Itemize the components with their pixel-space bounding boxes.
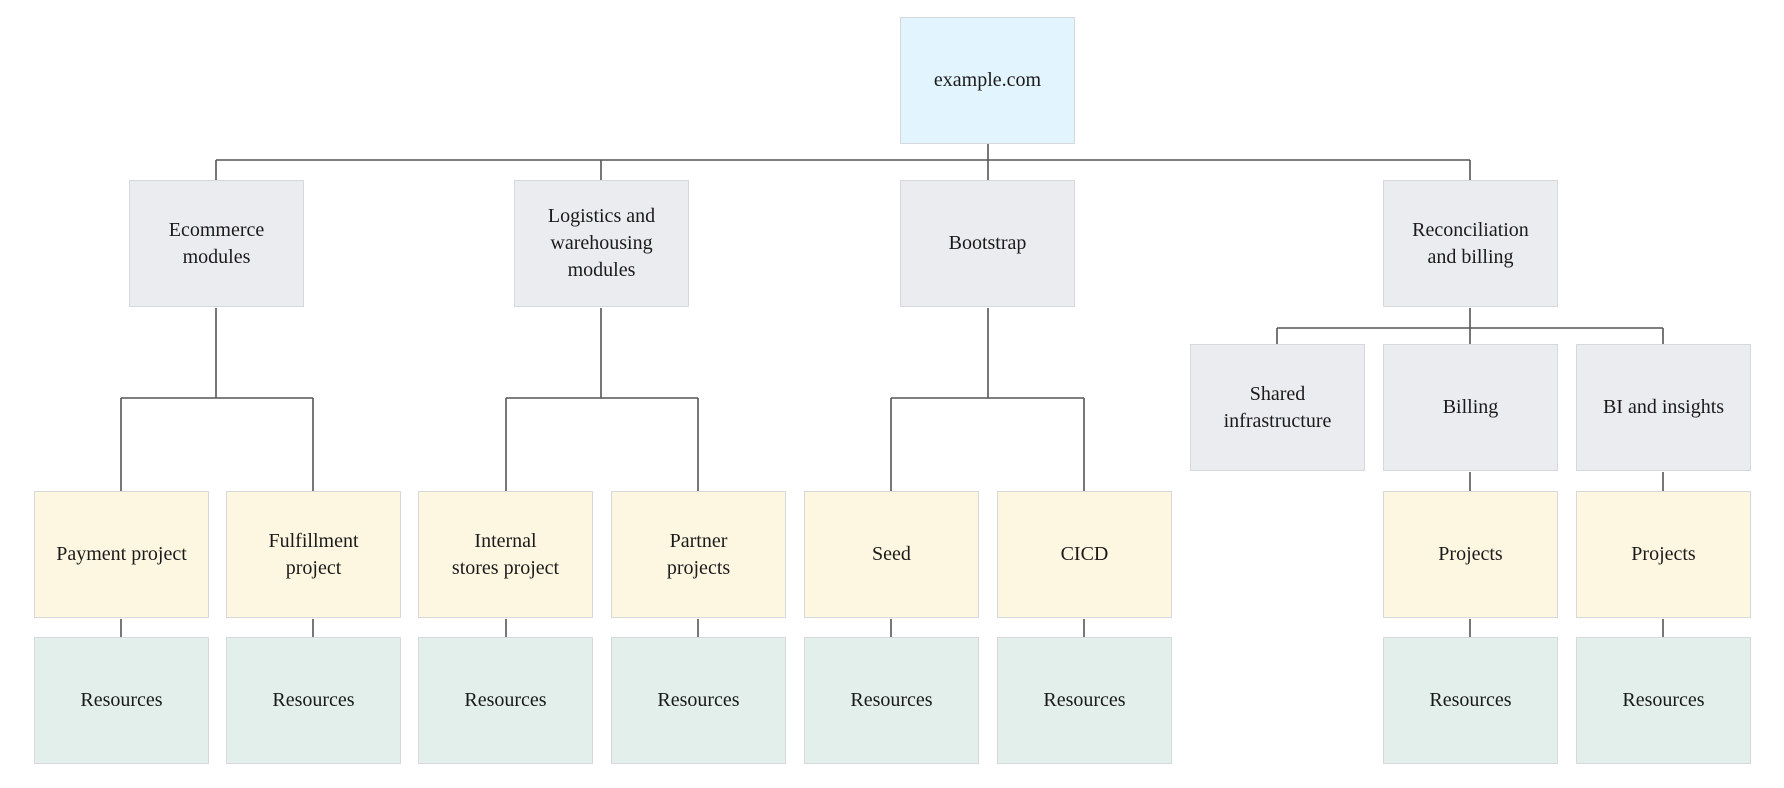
project-node-internal-stores[interactable]: Internal stores project xyxy=(418,491,593,618)
project-node-billing-projects[interactable]: Projects xyxy=(1383,491,1558,618)
project-node-fulfillment[interactable]: Fulfillment project xyxy=(226,491,401,618)
resource-label: Resources xyxy=(1043,689,1126,711)
project-label-billing-projects: Projects xyxy=(1438,543,1503,565)
resource-label: Resources xyxy=(464,689,547,711)
resource-node-bi[interactable]: Resources xyxy=(1576,637,1751,764)
group-node-ecommerce[interactable]: Ecommerce modules xyxy=(129,180,304,307)
project-label-cicd: CICD xyxy=(1060,543,1109,565)
project-label-seed: Seed xyxy=(872,543,911,565)
group-label-reconciliation: Reconciliation and billing xyxy=(1412,218,1529,268)
resource-label: Resources xyxy=(657,689,740,711)
project-node-cicd[interactable]: CICD xyxy=(997,491,1172,618)
subgroup-label-billing: Billing xyxy=(1442,396,1499,418)
resource-label: Resources xyxy=(272,689,355,711)
resource-label: Resources xyxy=(850,689,933,711)
group-label-logistics: Logistics and warehousing modules xyxy=(547,205,656,281)
root-node[interactable]: example.com xyxy=(900,17,1075,144)
project-label-internal-stores: Internal stores project xyxy=(451,529,560,579)
project-node-payment[interactable]: Payment project xyxy=(34,491,209,618)
resource-node-cicd[interactable]: Resources xyxy=(997,637,1172,764)
resource-node-seed[interactable]: Resources xyxy=(804,637,979,764)
subgroup-node-bi-insights[interactable]: BI and insights xyxy=(1576,344,1751,471)
resource-node-payment[interactable]: Resources xyxy=(34,637,209,764)
root-label: example.com xyxy=(933,69,1042,91)
subgroup-label-shared-infrastructure: Shared infrastructure xyxy=(1223,382,1332,432)
subgroup-node-shared-infrastructure[interactable]: Shared infrastructure xyxy=(1190,344,1365,471)
subgroup-node-billing[interactable]: Billing xyxy=(1383,344,1558,471)
project-node-seed[interactable]: Seed xyxy=(804,491,979,618)
resource-node-partner[interactable]: Resources xyxy=(611,637,786,764)
group-node-bootstrap[interactable]: Bootstrap xyxy=(900,180,1075,307)
resource-node-internal-stores[interactable]: Resources xyxy=(418,637,593,764)
project-label-payment: Payment project xyxy=(56,543,187,565)
project-label-bi-projects: Projects xyxy=(1631,543,1696,565)
group-label-ecommerce: Ecommerce modules xyxy=(168,218,265,268)
group-node-logistics[interactable]: Logistics and warehousing modules xyxy=(514,180,689,307)
group-label-bootstrap: Bootstrap xyxy=(948,232,1027,254)
subgroup-label-bi-insights: BI and insights xyxy=(1602,396,1725,418)
resource-label: Resources xyxy=(80,689,163,711)
project-label-fulfillment: Fulfillment project xyxy=(268,529,359,579)
project-label-partner: Partner projects xyxy=(666,529,731,579)
project-node-bi-projects[interactable]: Projects xyxy=(1576,491,1751,618)
resource-label: Resources xyxy=(1622,689,1705,711)
resource-node-billing[interactable]: Resources xyxy=(1383,637,1558,764)
project-node-partner[interactable]: Partner projects xyxy=(611,491,786,618)
group-node-reconciliation[interactable]: Reconciliation and billing xyxy=(1383,180,1558,307)
resource-node-fulfillment[interactable]: Resources xyxy=(226,637,401,764)
resource-label: Resources xyxy=(1429,689,1512,711)
